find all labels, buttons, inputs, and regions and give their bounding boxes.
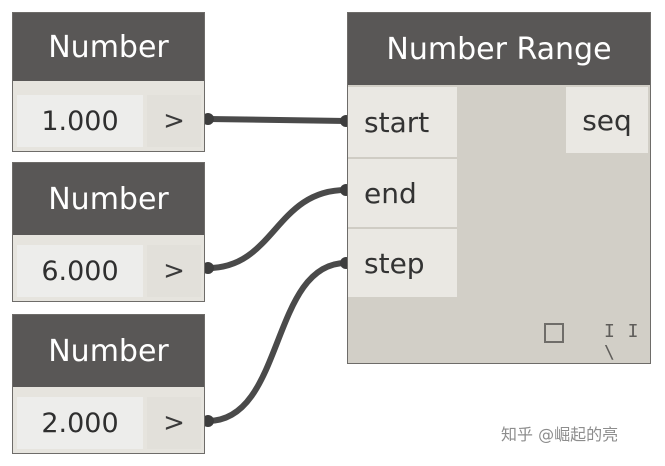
output-port-seq[interactable]: seq: [566, 87, 648, 153]
preview-toggle-icon[interactable]: [544, 323, 564, 343]
output-arrow-button[interactable]: >: [147, 245, 201, 297]
port-divider: [348, 227, 457, 229]
wire-end[interactable]: [205, 187, 349, 271]
wire-start[interactable]: [205, 116, 349, 124]
lacing-icon[interactable]: I I \: [604, 321, 640, 363]
node-title: Number: [13, 315, 204, 387]
port-divider: [348, 157, 457, 159]
input-port-end[interactable]: end: [348, 159, 457, 227]
number-node-3[interactable]: Number 2.000 >: [12, 314, 205, 454]
watermark: 知乎 @崛起的亮: [501, 425, 619, 444]
input-port-start[interactable]: start: [348, 87, 457, 157]
wire-step[interactable]: [205, 260, 349, 424]
input-port-step[interactable]: step: [348, 229, 457, 297]
number-value-field[interactable]: 6.000: [17, 245, 143, 297]
node-title: Number: [13, 163, 204, 235]
output-arrow-button[interactable]: >: [147, 397, 201, 449]
node-title: Number: [13, 13, 204, 81]
node-title: Number Range: [348, 13, 650, 85]
number-value-field[interactable]: 1.000: [17, 95, 143, 147]
number-range-node[interactable]: Number Range start end step seq I I \: [347, 12, 651, 364]
number-node-1[interactable]: Number 1.000 >: [12, 12, 205, 152]
number-value-field[interactable]: 2.000: [17, 397, 143, 449]
output-arrow-button[interactable]: >: [147, 95, 201, 147]
number-node-2[interactable]: Number 6.000 >: [12, 162, 205, 302]
